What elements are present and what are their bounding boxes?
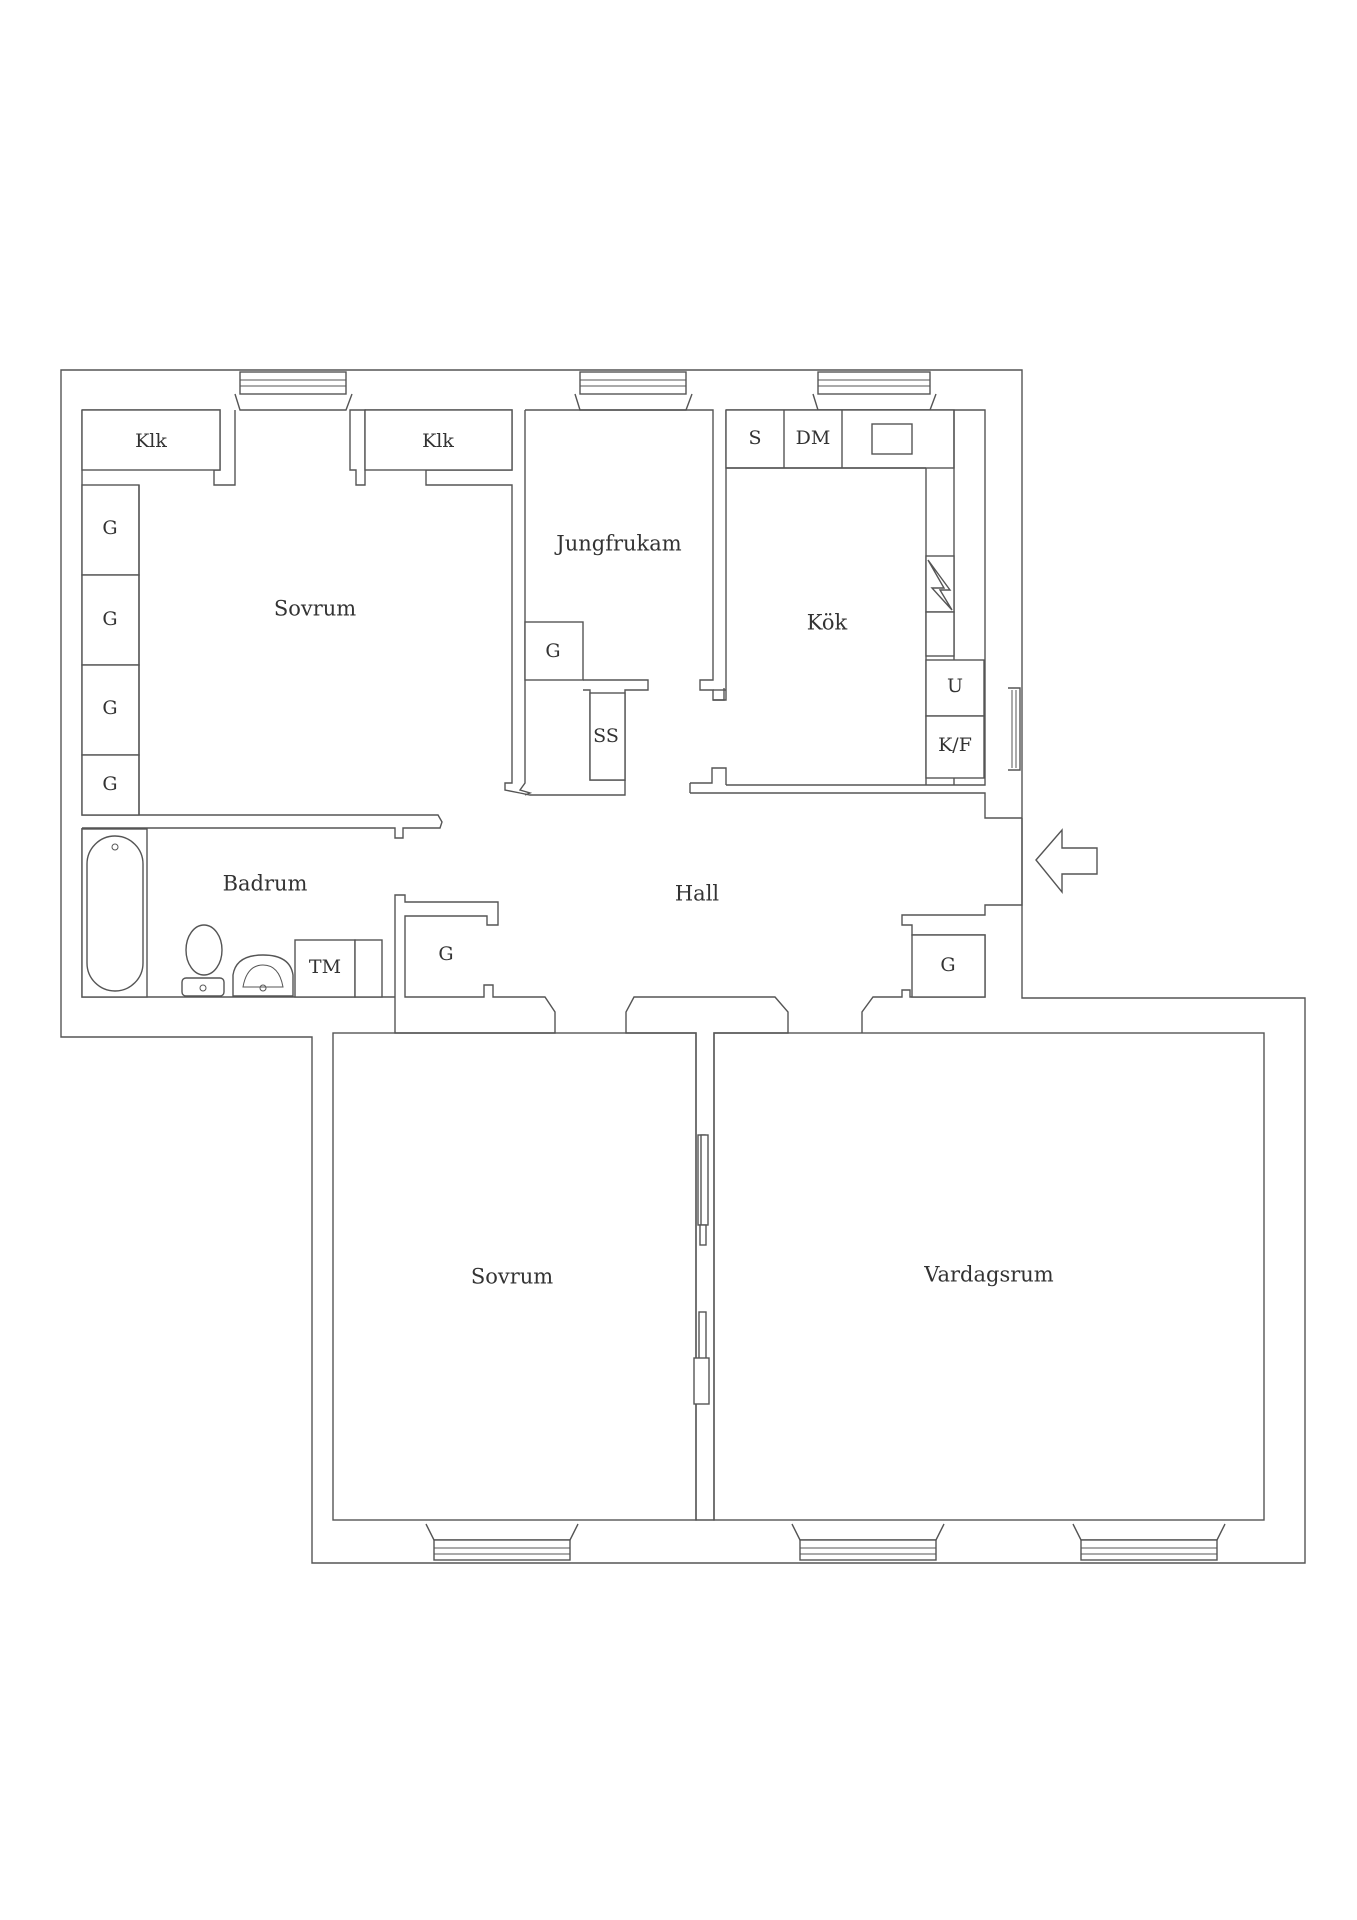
label-u: U [947,675,963,697]
hall-closet-left [394,894,556,1034]
bedroom-bottom [332,1032,697,1521]
bedroom-inner-left [81,410,443,839]
label-g-1: G [102,517,117,539]
washer-tm [294,939,356,998]
wardrobe-g-4 [81,754,140,816]
label-g-2: G [102,608,117,630]
outer-wall [60,369,1306,1564]
label-tm: TM [309,956,341,978]
label-klk-left: Klk [135,430,167,452]
wardrobe-g-jungfrukam [524,621,584,681]
storage-ss [589,692,626,781]
closet-klk-right [364,409,513,471]
label-vardagsrum: Vardagsrum [923,1263,1054,1287]
label-g-hall-left: G [438,943,453,965]
label-ss: SS [593,725,619,747]
window-top-1 [234,371,353,411]
window-bottom-1 [425,1523,579,1561]
center-partition [625,996,789,1521]
entrance-arrow-icon [1035,828,1098,894]
label-hall: Hall [675,882,720,906]
chimney-icon [925,555,955,613]
label-dm: DM [796,427,831,449]
fixture-u [925,659,985,717]
window-top-2 [574,371,693,411]
bedroom-top-wall-right [349,409,366,486]
label-badrum: Badrum [223,872,308,896]
window-top-3 [812,371,937,411]
label-g-hall-right: G [940,954,955,976]
label-g-3: G [102,697,117,719]
label-s: S [748,427,761,449]
hall-right-wall [861,818,1023,1033]
kitchen-counter-top [725,409,955,469]
stove-icon [871,423,913,455]
door-lower [693,1311,710,1405]
living-room [713,1032,1265,1521]
window-bottom-2 [791,1523,945,1561]
door-upper [697,1134,709,1246]
hall-closet-right [911,934,986,998]
window-right-kitchen [1008,687,1021,771]
wardrobe-g-2 [81,574,140,666]
label-kok: Kök [807,611,848,635]
bathtub-icon [81,828,148,998]
window-bottom-3 [1072,1523,1226,1561]
label-sovrum-bottom: Sovrum [471,1265,553,1289]
sink-icon [232,954,294,997]
label-kf: K/F [938,734,972,756]
label-klk-right: Klk [422,430,454,452]
label-g-jungfrukam: G [545,640,560,662]
label-sovrum-top: Sovrum [274,597,356,621]
label-g-4: G [102,773,117,795]
toilet-icon [181,924,225,997]
fixture-kf [925,715,985,779]
label-jungfrukam: Jungfrukam [554,532,681,556]
closet-klk-left [81,409,221,471]
